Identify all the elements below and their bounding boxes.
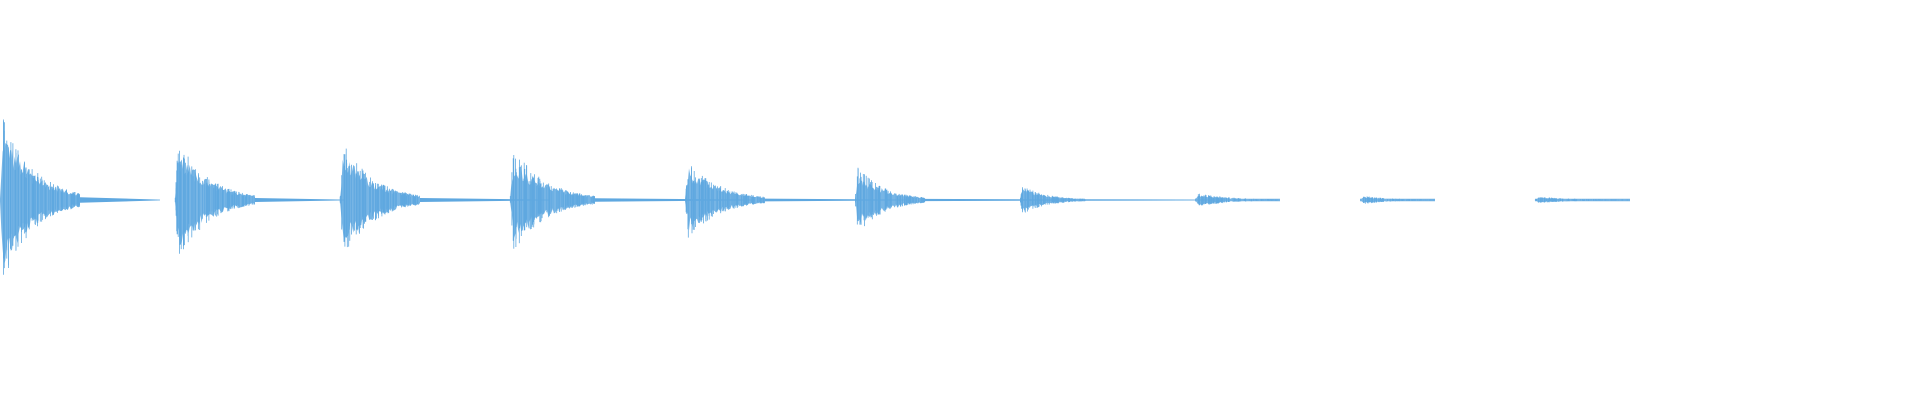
waveform-tail <box>595 198 755 202</box>
waveform-tail <box>420 198 550 202</box>
waveform-hit <box>1195 193 1280 206</box>
waveform-hit <box>1534 197 1630 203</box>
waveform-hit <box>339 148 550 248</box>
waveform-tail <box>765 198 910 202</box>
waveform-tail <box>1085 199 1215 201</box>
waveform-tail <box>255 197 345 203</box>
waveform-hit <box>685 166 910 238</box>
waveform-hit <box>1020 187 1215 213</box>
waveform-tail <box>80 197 160 203</box>
waveform-hit <box>509 155 755 249</box>
waveform-hit <box>1360 196 1435 204</box>
waveform-hit <box>0 119 160 275</box>
waveform-hit <box>174 150 345 254</box>
